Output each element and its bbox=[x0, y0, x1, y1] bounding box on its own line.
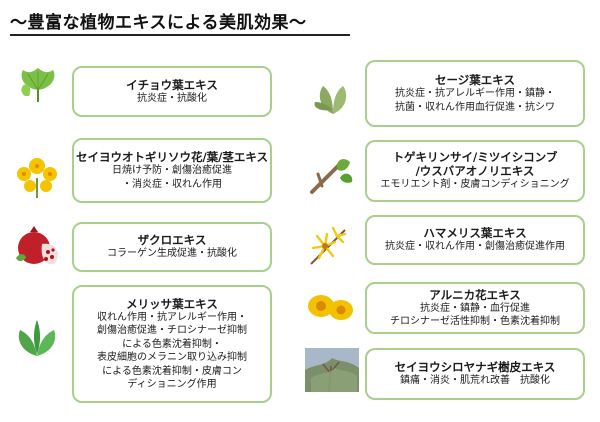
card-desc: 抗炎症・収れん作用・創傷治癒促進作用 bbox=[385, 241, 565, 253]
card-sage: セージ葉エキス 抗炎症・抗アレルギー作用・鎮静・ 抗菌・収れん作用血行促進・抗シ… bbox=[365, 60, 585, 127]
card-name: メリッサ葉エキス bbox=[126, 296, 218, 311]
title-underline bbox=[10, 34, 350, 36]
card-desc: 鎮痛・消炎・肌荒れ改善 抗酸化 bbox=[400, 375, 550, 387]
melissa-leaf-icon bbox=[18, 320, 56, 356]
card-name-line2: /ウスバアオノリエキス bbox=[415, 164, 535, 179]
card-name: ハマメリス葉エキス bbox=[423, 226, 527, 241]
card-desc: 創傷治癒促進・チロシナーゼ抑制 bbox=[97, 325, 247, 336]
ginkgo-leaf-icon bbox=[21, 68, 55, 102]
card-desc: コラーゲン生成促進・抗酸化 bbox=[107, 248, 237, 260]
card-name: セイヨウシロヤナギ樹皮エキス bbox=[394, 360, 556, 375]
card-name: セイヨウオトギリソウ花/葉/茎エキス bbox=[75, 150, 269, 164]
card-desc: 表皮細胞のメラニン取り込み抑制 bbox=[97, 352, 247, 363]
witch-hazel-flower-icon bbox=[310, 226, 347, 265]
st-johns-wort-flower-icon bbox=[17, 158, 57, 198]
card-desc: 抗菌・収れん作用血行促進・抗シワ bbox=[395, 101, 555, 113]
card-name: アルニカ花エキス bbox=[429, 287, 521, 302]
card-desc: エモリエント剤・皮膚コンディショニング bbox=[380, 179, 570, 191]
card-desc: による色素沈着抑制・ bbox=[122, 338, 222, 350]
card-arnica: アルニカ花エキス 抗炎症・鎮静・血行促進 チロシナーゼ活性抑制・色素沈着抑制 bbox=[365, 282, 585, 334]
pomegranate-icon bbox=[16, 226, 58, 265]
page-title: ～豊富な植物エキスによる美肌効果～ bbox=[10, 13, 307, 33]
card-willow: セイヨウシロヤナギ樹皮エキス 鎮痛・消炎・肌荒れ改善 抗酸化 bbox=[365, 348, 585, 400]
arnica-flower-icon bbox=[308, 295, 353, 320]
card-desc: ・消炎症・収れん作用 bbox=[122, 178, 222, 190]
card-desc: 抗炎症・鎮静・血行促進 bbox=[420, 302, 530, 314]
willow-tree-icon bbox=[305, 348, 359, 392]
card-melissa: メリッサ葉エキス 収れん作用・抗アレルギー作用・ 創傷治癒促進・チロシナーゼ抑制… bbox=[72, 285, 272, 403]
card-desc: 抗炎症・抗酸化 bbox=[137, 92, 207, 104]
card-name: イチョウ葉エキス bbox=[126, 77, 218, 92]
card-pomegranate: ザクロエキス コラーゲン生成促進・抗酸化 bbox=[72, 222, 272, 272]
card-desc: チロシナーゼ活性抑制・色素沈着抑制 bbox=[390, 316, 560, 327]
sage-leaf-icon bbox=[314, 86, 347, 114]
card-st-johns-wort: セイヨウオトギリソウ花/葉/茎エキス 日焼け予防・創傷治癒促進 ・消炎症・収れん… bbox=[72, 138, 272, 203]
card-desc: 収れん作用・抗アレルギー作用・ bbox=[97, 311, 247, 323]
card-desc: ディショニング作用 bbox=[127, 379, 217, 390]
seaweed-branch-icon bbox=[310, 159, 353, 194]
card-name: ザクロエキス bbox=[137, 233, 207, 248]
card-desc: による色素沈着抑制・皮膚コン bbox=[102, 365, 242, 377]
card-desc: 抗炎症・抗アレルギー作用・鎮静・ bbox=[395, 88, 555, 99]
card-name: トゲキリンサイ/ミツイシコンブ bbox=[392, 150, 558, 165]
card-desc: 日焼け予防・創傷治癒促進 bbox=[112, 165, 232, 176]
card-seaweed: トゲキリンサイ/ミツイシコンブ /ウスバアオノリエキス エモリエント剤・皮膚コン… bbox=[365, 140, 585, 202]
card-name: セージ葉エキス bbox=[435, 73, 515, 87]
card-ginkgo: イチョウ葉エキス 抗炎症・抗酸化 bbox=[72, 66, 272, 117]
card-witch-hazel: ハマメリス葉エキス 抗炎症・収れん作用・創傷治癒促進作用 bbox=[365, 215, 585, 265]
